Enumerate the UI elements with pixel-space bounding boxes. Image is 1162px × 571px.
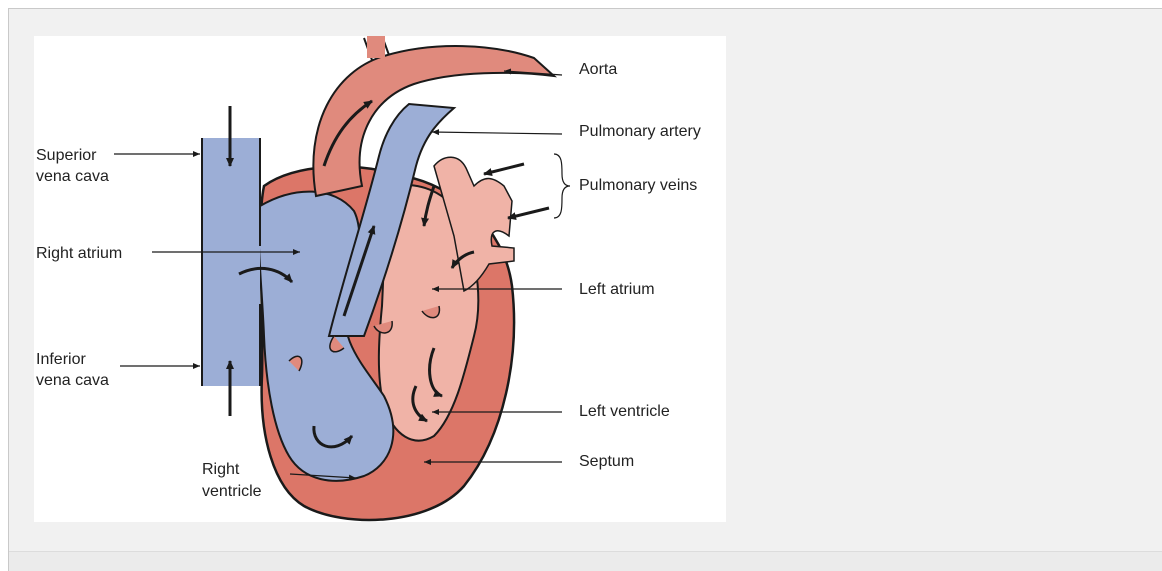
heart-diagram-figure: Aorta Pulmonary artery Pulmonary veins S… xyxy=(34,36,726,522)
label-right-ventricle-line1: Right xyxy=(202,461,240,478)
content-panel: Aorta Pulmonary artery Pulmonary veins S… xyxy=(8,8,1162,571)
label-aorta: Aorta xyxy=(579,61,617,78)
label-superior-vena-cava-line2: vena cava xyxy=(36,168,109,185)
label-pulmonary-veins: Pulmonary veins xyxy=(579,177,697,194)
label-pulmonary-artery: Pulmonary artery xyxy=(579,123,701,140)
label-superior-vena-cava-line1: Superior xyxy=(36,147,97,164)
label-inferior-vena-cava-line1: Inferior xyxy=(36,351,86,368)
label-right-atrium: Right atrium xyxy=(36,245,122,262)
panel-footer xyxy=(9,551,1162,571)
vena-cava-tube xyxy=(202,138,260,386)
label-right-ventricle-line2: ventricle xyxy=(202,483,262,500)
heart-diagram: Aorta Pulmonary artery Pulmonary veins S… xyxy=(34,36,726,522)
label-septum: Septum xyxy=(579,453,634,470)
label-left-ventricle: Left ventricle xyxy=(579,403,670,420)
label-inferior-vena-cava-line2: vena cava xyxy=(36,372,109,389)
label-left-atrium: Left atrium xyxy=(579,281,655,298)
